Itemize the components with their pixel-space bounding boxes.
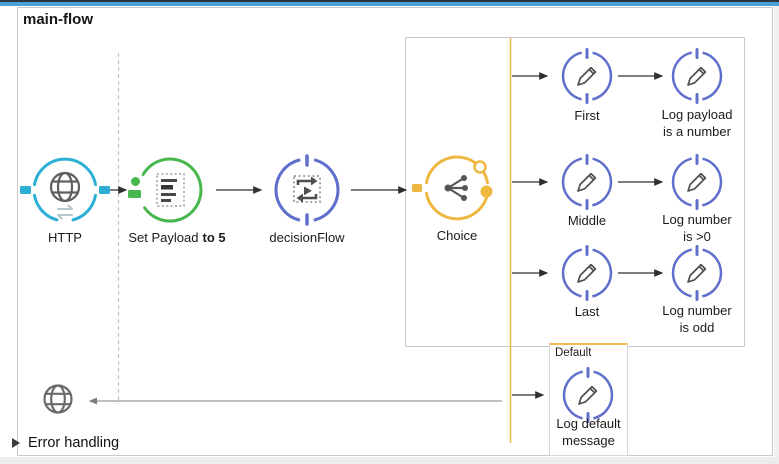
default-route-title: Default [555, 347, 592, 359]
pencil-icon [577, 263, 597, 283]
set-payload-port-dot [131, 177, 140, 186]
http-listener-node[interactable] [29, 154, 101, 226]
logger-last-label: Last [574, 304, 600, 319]
logger-node-middle[interactable] [559, 154, 615, 210]
choice-node-label: Choice [436, 228, 478, 243]
error-handling-label: Error handling [28, 435, 120, 451]
sync-arrows-icon [57, 204, 73, 220]
flow-title: main-flow [23, 11, 93, 28]
logger-first-label: First [574, 108, 600, 123]
flow-reference-icon [293, 175, 321, 203]
set-payload-port-tab [128, 190, 141, 198]
choice-left-port [412, 184, 422, 192]
pencil-icon [687, 172, 707, 192]
pencil-icon [577, 66, 597, 86]
http-left-port [20, 186, 31, 194]
pencil-icon [687, 66, 707, 86]
pencil-icon [687, 263, 707, 283]
logger-node-number-gt0[interactable] [669, 154, 725, 210]
pencil-icon [578, 385, 598, 405]
pencil-icon [577, 172, 597, 192]
choice-ring-port [473, 160, 487, 174]
logger-node-number-odd[interactable] [669, 245, 725, 301]
editor-accent-bar [0, 2, 779, 6]
editor-top-border [0, 0, 779, 2]
logger-node-last[interactable] [559, 245, 615, 301]
decision-flow-reference-node[interactable] [271, 154, 343, 226]
error-handling-toggle[interactable]: Error handling [12, 433, 212, 453]
logger-middle-label: Middle [567, 213, 607, 228]
logger-node-payload-number[interactable] [669, 48, 725, 104]
default-route-box[interactable] [549, 343, 628, 456]
logger-default-label: Log default message [556, 416, 621, 448]
choice-router-icon [444, 175, 468, 201]
expand-triangle-icon [12, 438, 20, 448]
canvas-bottom-margin [0, 457, 779, 464]
decision-flow-node-label: decisionFlow [269, 230, 345, 245]
logger-payload-number-label: Log payload is a number [661, 107, 733, 139]
logger-node-default[interactable] [560, 367, 616, 423]
logger-node-first[interactable] [559, 48, 615, 104]
set-payload-node[interactable] [134, 154, 206, 226]
set-payload-icon [156, 173, 185, 207]
logger-number-gt0-label: Log number is >0 [662, 212, 732, 244]
globe-icon [49, 171, 81, 203]
globe-icon [43, 384, 73, 414]
logger-number-odd-label: Log number is odd [662, 303, 732, 335]
choice-dot-port [480, 185, 493, 198]
canvas-right-margin [774, 6, 779, 457]
http-node-label: HTTP [48, 230, 82, 245]
http-right-port [99, 186, 110, 194]
choice-router-node[interactable] [421, 152, 493, 224]
response-endpoint-node[interactable] [40, 381, 76, 417]
